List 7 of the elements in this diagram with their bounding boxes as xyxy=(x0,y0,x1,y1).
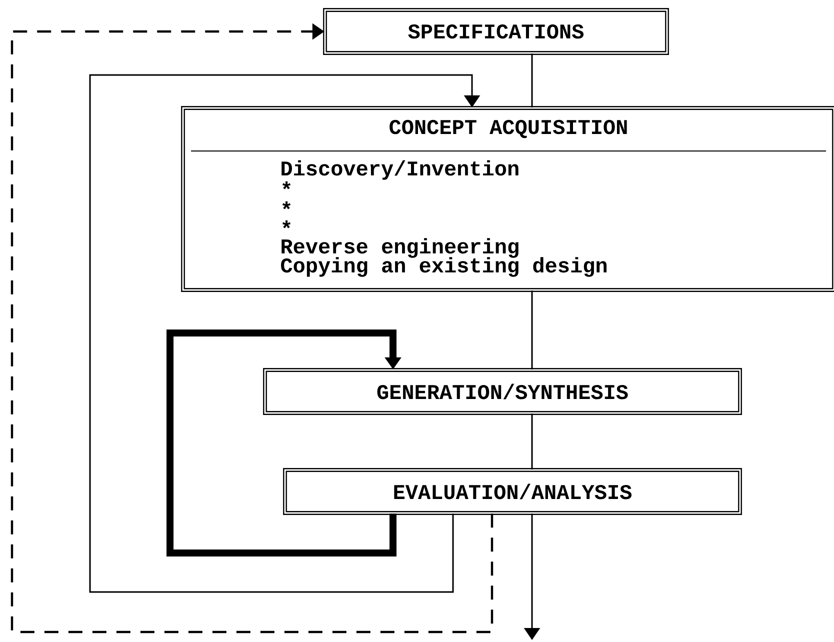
arrow xyxy=(89,74,480,593)
process-box: EVALUATION/ANALYSIS xyxy=(283,468,742,515)
process-box: GENERATION/SYNTHESIS xyxy=(263,368,742,415)
arrow xyxy=(166,330,402,556)
process-box: CONCEPT ACQUISITION Discovery/Invention * * * Reverse engineering Copying an existing design xyxy=(181,106,834,292)
process-box: SPECIFICATIONS xyxy=(323,8,669,55)
arrow xyxy=(10,23,494,634)
